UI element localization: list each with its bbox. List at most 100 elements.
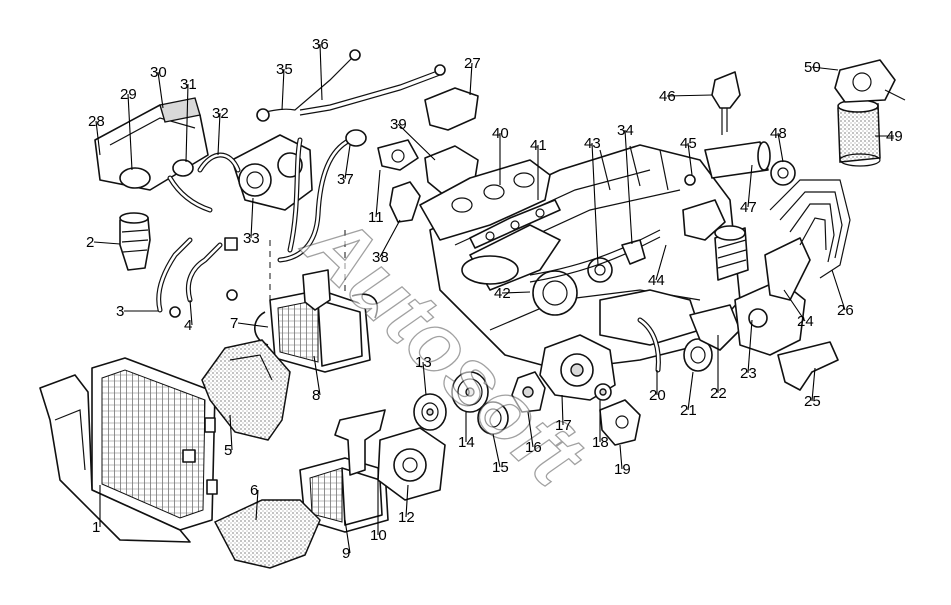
callout-38: 38	[372, 249, 389, 266]
manifold-gasket	[469, 199, 561, 249]
callout-22: 22	[710, 385, 727, 402]
fuel-filter	[714, 225, 749, 281]
ac-compressor	[377, 427, 446, 501]
leader-line-37	[344, 144, 351, 180]
hose-20	[637, 317, 661, 373]
flange-11	[377, 139, 419, 171]
leader-line-12	[405, 484, 409, 518]
callout-19: 19	[614, 461, 631, 478]
leader-line-23	[747, 319, 753, 374]
callout-47: 47	[740, 199, 757, 216]
turbocharger	[231, 134, 313, 211]
intercooler	[254, 289, 378, 373]
callout-26: 26	[837, 302, 854, 319]
callout-29: 29	[120, 86, 137, 103]
oil-filter-49	[837, 99, 881, 167]
leader-line-50	[811, 66, 839, 71]
leader-line-15	[492, 433, 501, 468]
leader-line-43	[591, 142, 599, 266]
air-duct	[201, 339, 291, 441]
belt-tensioner	[511, 371, 546, 413]
pulley-21	[683, 338, 713, 372]
callout-25: 25	[804, 393, 821, 410]
callout-14: 14	[458, 434, 475, 451]
leader-line-8	[313, 355, 321, 396]
callout-24: 24	[797, 313, 814, 330]
leader-line-24	[783, 289, 806, 322]
callout-46: 46	[659, 88, 676, 105]
air-filter-housing	[94, 97, 209, 191]
leader-line-4	[189, 299, 193, 326]
callout-37: 37	[337, 171, 354, 188]
leader-line-19	[619, 444, 623, 470]
callout-41: 41	[530, 137, 547, 154]
leader-line-16	[527, 411, 534, 448]
leader-line-27	[469, 62, 473, 96]
callout-42: 42	[494, 285, 511, 302]
sensor-46	[711, 71, 741, 135]
callout-11: 11	[368, 209, 384, 226]
callout-20: 20	[649, 387, 666, 404]
callout-35: 35	[276, 61, 293, 78]
leader-line-35	[281, 68, 285, 111]
callout-15: 15	[492, 459, 509, 476]
callout-40: 40	[492, 125, 509, 142]
leader-line-31	[185, 83, 189, 163]
callout-5: 5	[224, 442, 232, 459]
callout-3: 3	[116, 303, 124, 320]
callout-39: 39	[390, 116, 407, 133]
leader-line-7	[237, 322, 269, 328]
intake-hose	[277, 129, 367, 263]
callout-9: 9	[342, 545, 350, 562]
callout-44: 44	[648, 272, 665, 289]
oil-cooler	[299, 457, 389, 533]
leader-line-33	[250, 197, 254, 239]
seal-48	[770, 160, 796, 186]
leader-line-2	[93, 241, 121, 245]
callout-45: 45	[680, 135, 697, 152]
leader-line-46	[666, 94, 713, 97]
callout-layer: 1234567891011121314151617181920212223242…	[86, 36, 903, 562]
leader-line-32	[217, 112, 221, 156]
hose-connector	[119, 212, 151, 271]
leader-line-47	[747, 164, 753, 208]
leader-line-38	[379, 219, 401, 258]
elbow-duct	[119, 159, 213, 213]
pulley-14	[451, 371, 489, 413]
leader-line-6	[255, 489, 259, 521]
mounting-bracket	[334, 409, 386, 476]
radiator	[39, 357, 218, 543]
callout-2: 2	[86, 234, 94, 251]
callout-8: 8	[312, 387, 320, 404]
leader-line-29	[127, 93, 133, 171]
leader-line-25	[811, 367, 816, 402]
callout-34: 34	[617, 122, 634, 139]
callout-1: 1	[92, 519, 100, 536]
callout-4: 4	[184, 317, 192, 334]
heater-47	[704, 141, 771, 179]
leader-line-44	[655, 244, 667, 281]
thermostat	[594, 383, 612, 401]
callout-30: 30	[150, 64, 167, 81]
oil-pipe-36	[299, 64, 446, 116]
leader-line-48	[777, 132, 784, 163]
callout-18: 18	[592, 434, 609, 451]
callout-7: 7	[230, 315, 238, 332]
leader-line-26	[831, 269, 846, 311]
callout-13: 13	[415, 354, 432, 371]
leader-line-13	[422, 361, 427, 396]
callout-32: 32	[212, 105, 229, 122]
callout-43: 43	[584, 135, 601, 152]
exhaust-manifold	[419, 159, 551, 241]
leader-line-36	[319, 43, 323, 101]
filter-head	[682, 174, 726, 241]
hose-32	[197, 152, 241, 173]
leader-line-30	[157, 71, 164, 109]
leader-line-5	[229, 414, 233, 451]
callout-6: 6	[250, 482, 258, 499]
hose-4	[185, 237, 238, 303]
sensor-34	[621, 239, 646, 265]
pulley-13	[413, 393, 447, 431]
callout-17: 17	[555, 417, 572, 434]
